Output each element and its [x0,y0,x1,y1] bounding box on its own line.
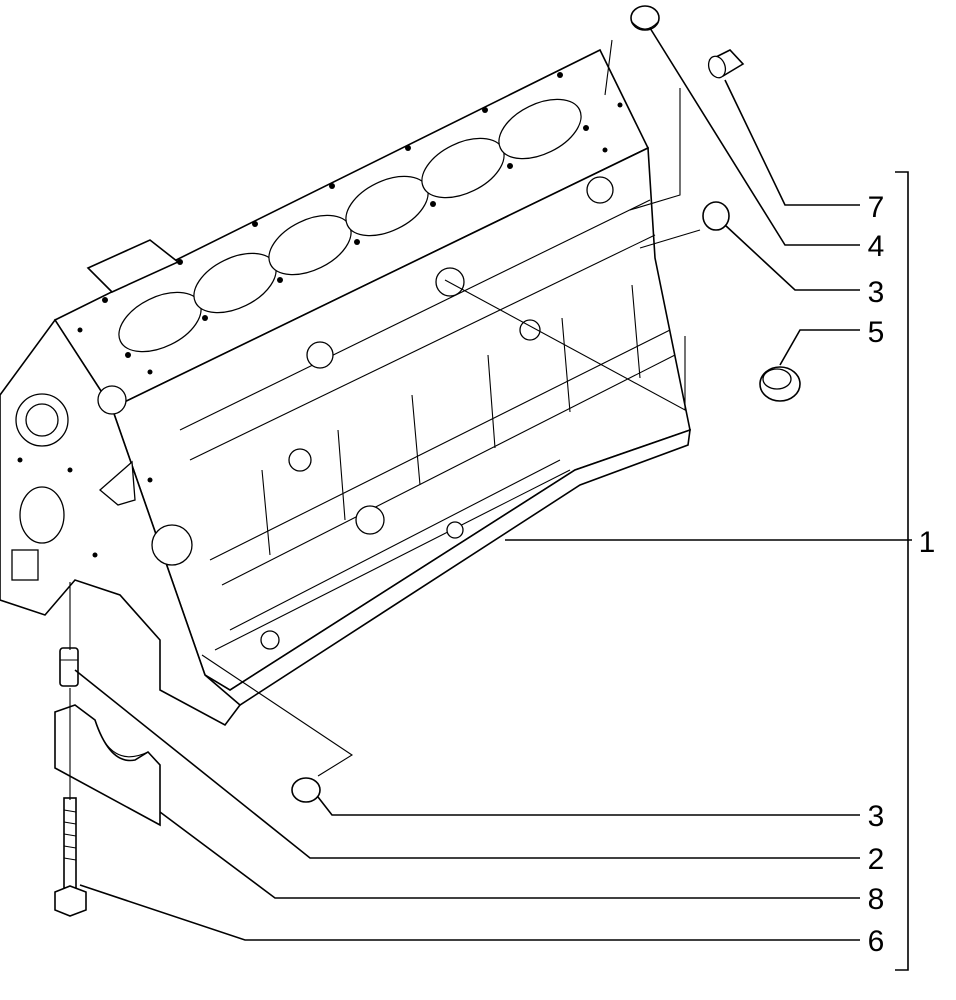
part-7-bushing [707,49,745,79]
head-bolt-holes [77,72,623,375]
part-6-bolt [54,797,87,917]
part-3-plug-lower [291,777,321,803]
callout-5: 5 [868,316,885,349]
callout-4: 4 [868,230,885,263]
block-bosses [260,176,614,650]
callout-2: 2 [868,843,885,876]
block-ribs [179,199,676,651]
part-2-dowel [59,647,79,687]
part-8-bearing-cap [54,704,161,827]
leader-lines [69,27,912,971]
callout-1: 1 [919,526,936,559]
callout-7: 7 [868,191,885,224]
cylinder-bores [118,98,582,353]
callout-3-lower: 3 [868,800,885,833]
part-3-plug-upper [702,201,730,231]
callout-labels: 7 4 3 5 1 3 2 8 6 [868,191,936,958]
part-5-cup-plug [759,366,801,402]
front-plate-details [11,385,193,581]
callout-3-upper: 3 [868,276,885,309]
callout-8: 8 [868,883,885,916]
callout-6: 6 [868,925,885,958]
engine-block [0,48,691,727]
part-4-plug [630,5,660,31]
